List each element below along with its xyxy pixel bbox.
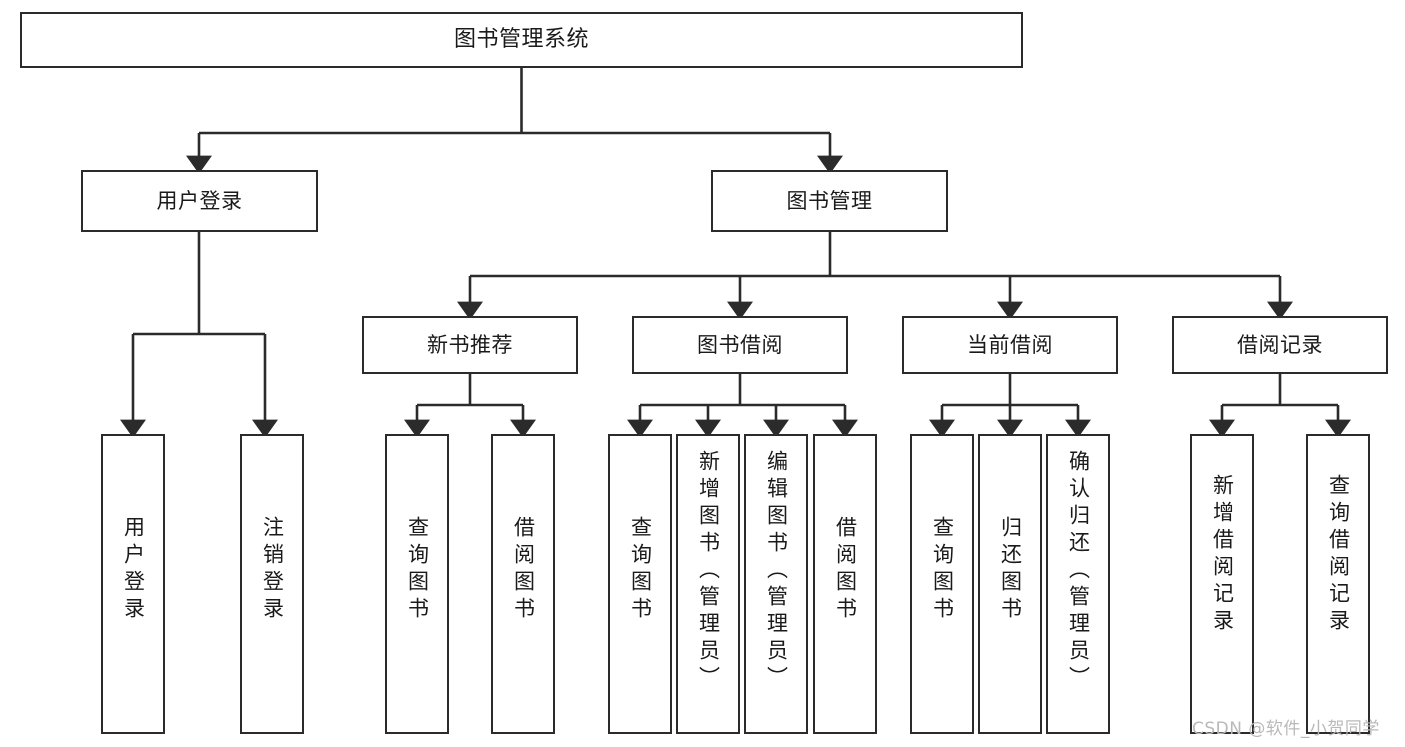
leaf-user-login-login[interactable]: 用户登录 — [101, 434, 165, 734]
node-label: 查询借阅记录 — [1326, 474, 1351, 636]
node-label: 确认归还（管理员） — [1066, 450, 1091, 693]
leaf-borrow-record-add-record[interactable]: 新增借阅记录 — [1190, 434, 1254, 734]
node-label: 借阅图书 — [511, 516, 536, 624]
leaf-book-borrow-query-book[interactable]: 查询图书 — [608, 434, 672, 734]
leaf-new-book-borrow-book[interactable]: 借阅图书 — [491, 434, 555, 734]
node-label: 用户登录 — [156, 188, 243, 213]
node-label: 图书管理 — [786, 188, 873, 213]
node-label: 查询图书 — [628, 516, 653, 624]
leaf-current-borrow-query-book[interactable]: 查询图书 — [910, 434, 974, 734]
node-label: 借阅图书 — [833, 516, 858, 624]
node-borrow-record[interactable]: 借阅记录 — [1172, 316, 1388, 374]
leaf-book-borrow-add-book-admin[interactable]: 新增图书（管理员） — [676, 434, 740, 734]
node-root-book-management-system[interactable]: 图书管理系统 — [20, 12, 1023, 68]
leaf-current-borrow-confirm-return-admin[interactable]: 确认归还（管理员） — [1046, 434, 1110, 734]
node-book-management[interactable]: 图书管理 — [711, 170, 948, 232]
watermark: CSDN @软件_小贺同学 — [1192, 719, 1380, 739]
leaf-new-book-query-book[interactable]: 查询图书 — [385, 434, 449, 734]
node-label: 查询图书 — [405, 516, 430, 624]
node-label: 图书管理系统 — [453, 27, 589, 53]
node-label: 编辑图书（管理员） — [764, 450, 789, 693]
node-label: 查询图书 — [930, 516, 955, 624]
node-user-login[interactable]: 用户登录 — [81, 170, 318, 232]
leaf-book-borrow-edit-book-admin[interactable]: 编辑图书（管理员） — [744, 434, 808, 734]
leaf-user-login-logout[interactable]: 注销登录 — [240, 434, 304, 734]
leaf-book-borrow-borrow-book[interactable]: 借阅图书 — [813, 434, 877, 734]
node-label: 图书借阅 — [697, 332, 783, 357]
node-label: 当前借阅 — [967, 332, 1053, 357]
node-current-borrow[interactable]: 当前借阅 — [902, 316, 1118, 374]
node-label: 用户登录 — [121, 516, 146, 624]
node-label: 新增借阅记录 — [1210, 474, 1235, 636]
leaf-borrow-record-query-record[interactable]: 查询借阅记录 — [1306, 434, 1370, 734]
node-label: 借阅记录 — [1237, 332, 1323, 357]
node-book-borrow[interactable]: 图书借阅 — [632, 316, 848, 374]
node-label: 归还图书 — [998, 516, 1023, 624]
node-label: 新增图书（管理员） — [696, 450, 721, 693]
node-label: 新书推荐 — [427, 332, 513, 357]
node-label: 注销登录 — [260, 516, 285, 624]
node-new-book-recommend[interactable]: 新书推荐 — [362, 316, 578, 374]
leaf-current-borrow-return-book[interactable]: 归还图书 — [978, 434, 1042, 734]
